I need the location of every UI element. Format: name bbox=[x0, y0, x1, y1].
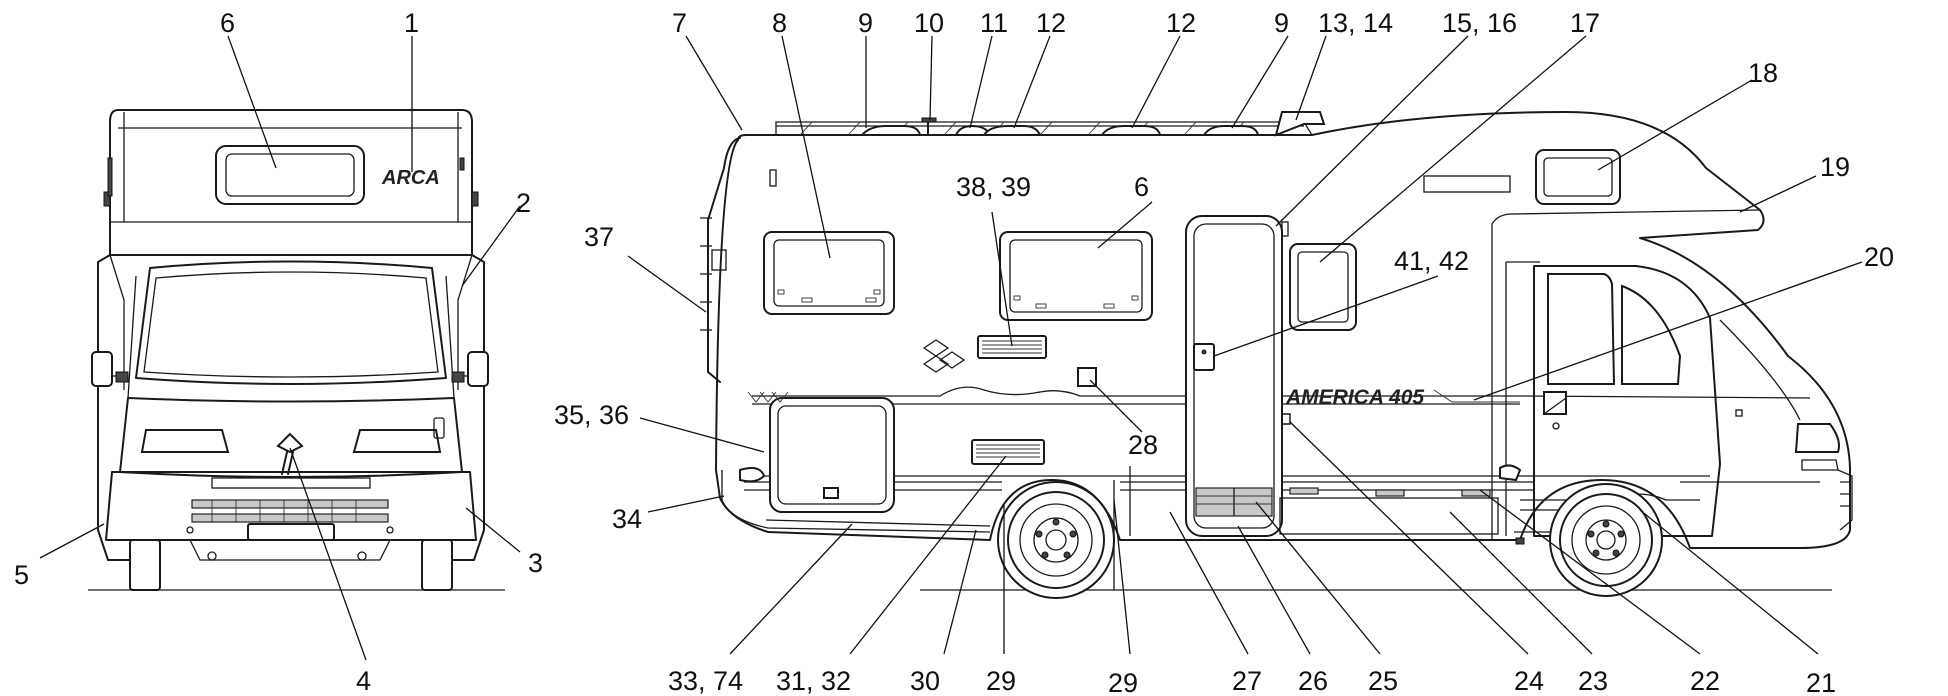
callout-26: 26 bbox=[1298, 666, 1328, 696]
front-headlight-right bbox=[352, 429, 442, 453]
side-model-logo: AMERICA 405 bbox=[1285, 386, 1424, 409]
side-skirt-panel bbox=[1279, 497, 1499, 535]
callout-34: 34 bbox=[612, 504, 642, 534]
front-alcove-window bbox=[215, 145, 365, 205]
side-vent-a bbox=[1289, 487, 1319, 495]
side-vent-b bbox=[1375, 489, 1405, 497]
callout-3: 3 bbox=[528, 548, 543, 578]
side-marker-light bbox=[1499, 464, 1522, 482]
callout-5: 5 bbox=[14, 560, 29, 590]
alcove-panel bbox=[1423, 175, 1511, 193]
front-mirror-left bbox=[91, 351, 113, 387]
callout-12-right: 12 bbox=[1166, 8, 1196, 38]
callout-9-left: 9 bbox=[858, 8, 873, 38]
callout-10: 10 bbox=[914, 8, 944, 38]
locker-lock bbox=[823, 487, 839, 499]
cab-side-window bbox=[1547, 273, 1616, 385]
front-body-left bbox=[97, 254, 131, 561]
callout-41-42: 41, 42 bbox=[1394, 246, 1469, 276]
rear-locker-door bbox=[769, 397, 895, 513]
roof-skylight-4 bbox=[1202, 125, 1260, 136]
front-headlight-left bbox=[140, 429, 230, 453]
side-body-outline bbox=[715, 111, 1851, 549]
side-window-middle bbox=[999, 231, 1153, 321]
callout-12-left: 12 bbox=[1036, 8, 1066, 38]
side-vent-c bbox=[1461, 489, 1491, 497]
front-brand-logo: ARCA bbox=[381, 167, 440, 189]
front-plate bbox=[247, 523, 335, 541]
alcove-side-window bbox=[1535, 149, 1621, 205]
front-tyre-left bbox=[129, 539, 161, 591]
callout-11: 11 bbox=[980, 8, 1008, 38]
leader-lines bbox=[39, 35, 1863, 661]
roof-skylight-3 bbox=[1100, 125, 1162, 136]
callout-33-74: 33, 74 bbox=[668, 666, 743, 696]
callout-24: 24 bbox=[1514, 666, 1544, 696]
callout-22: 22 bbox=[1690, 666, 1720, 696]
front-emblem bbox=[276, 432, 304, 454]
callout-27: 27 bbox=[1232, 666, 1262, 696]
rear-marker-light bbox=[739, 467, 766, 483]
side-decal-graphic bbox=[922, 339, 966, 373]
door-side-window bbox=[1289, 243, 1357, 331]
side-stripe-upper bbox=[752, 386, 1811, 399]
front-marker-left bbox=[103, 191, 111, 207]
callout-17: 17 bbox=[1570, 8, 1600, 38]
entry-door-handle bbox=[1193, 343, 1215, 371]
front-marker-right bbox=[471, 191, 479, 207]
callout-18: 18 bbox=[1748, 58, 1778, 88]
front-wheel bbox=[1549, 483, 1663, 597]
front-tyre-right bbox=[421, 539, 453, 591]
callout-19: 19 bbox=[1820, 152, 1850, 182]
callout-20: 20 bbox=[1864, 242, 1894, 272]
roof-skylight-2 bbox=[982, 125, 1042, 136]
callout-28: 28 bbox=[1128, 430, 1158, 460]
fridge-vent-upper bbox=[977, 335, 1047, 359]
front-bumper bbox=[105, 471, 477, 541]
side-view: AMERICA 405 bbox=[700, 111, 1853, 599]
front-windshield bbox=[135, 260, 447, 385]
cab-mirror bbox=[1543, 391, 1567, 415]
callout-7: 7 bbox=[672, 8, 687, 38]
callout-31-32: 31, 32 bbox=[776, 666, 851, 696]
side-window-rear bbox=[763, 231, 895, 315]
callout-37: 37 bbox=[584, 222, 614, 252]
callout-23: 23 bbox=[1578, 666, 1608, 696]
rear-ladder bbox=[700, 137, 741, 383]
front-body-right bbox=[451, 254, 485, 561]
callout-4: 4 bbox=[356, 666, 371, 696]
cab-quarter-window bbox=[1621, 284, 1682, 385]
callout-21: 21 bbox=[1806, 668, 1836, 696]
callout-29-left: 29 bbox=[986, 666, 1016, 696]
callout-25: 25 bbox=[1368, 666, 1398, 696]
callout-2: 2 bbox=[516, 188, 531, 218]
side-socket bbox=[1281, 413, 1291, 425]
callout-6-side: 6 bbox=[1134, 172, 1149, 202]
callout-8: 8 bbox=[772, 8, 787, 38]
side-headlight bbox=[1794, 423, 1840, 453]
rear-chevrons bbox=[747, 391, 789, 403]
fridge-vent-lower bbox=[971, 439, 1045, 465]
callout-labels: 6 1 2 3 4 5 7 8 9 10 11 12 12 9 13, 14 1… bbox=[14, 8, 1894, 696]
callout-15-16: 15, 16 bbox=[1442, 8, 1517, 38]
entry-door bbox=[1185, 215, 1283, 537]
roof-skylight-1 bbox=[859, 125, 922, 136]
front-grille bbox=[191, 499, 389, 523]
callout-13-14: 13, 14 bbox=[1318, 8, 1393, 38]
rear-wheel bbox=[997, 480, 1115, 599]
callout-1: 1 bbox=[404, 8, 419, 38]
callout-30: 30 bbox=[910, 666, 940, 696]
roof-hatch bbox=[1274, 111, 1326, 137]
front-view: ARCA bbox=[88, 109, 505, 591]
callout-29-right: 29 bbox=[1108, 668, 1138, 696]
callout-6-front: 6 bbox=[220, 8, 235, 38]
callout-9-right: 9 bbox=[1274, 8, 1289, 38]
callout-35-36: 35, 36 bbox=[554, 400, 629, 430]
cab-door bbox=[1533, 265, 1721, 537]
front-mirror-right bbox=[467, 351, 489, 387]
callout-38-39: 38, 39 bbox=[956, 172, 1031, 202]
